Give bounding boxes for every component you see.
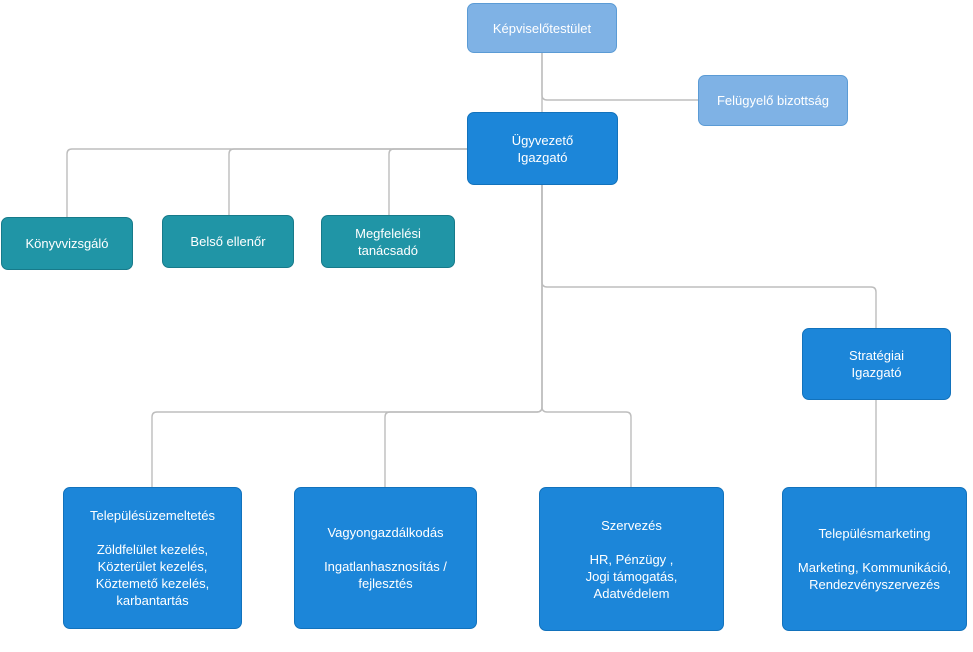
connector-kepviselotestulet-felugyelo [541,53,698,101]
node-konyvvizsgalo[interactable]: Könyvvizsgáló [1,217,133,270]
node-telepulesuzemeltetes[interactable]: Településüzemeltetés Zöldfelület kezelés… [63,487,242,629]
node-felugyelo-bizottsag[interactable]: Felügyelő bizottság [698,75,848,126]
connector-ugyvezeto-strategiai [541,185,877,328]
node-label: Belső ellenőr [190,234,266,249]
node-belso-ellenor[interactable]: Belső ellenőr [162,215,294,268]
node-kepviselotestulet[interactable]: Képviselőtestület [467,3,617,53]
node-telepulesmarketing[interactable]: Településmarketing Marketing, Kommunikác… [782,487,967,631]
node-label: Felügyelő bizottság [716,93,829,108]
node-title: Szervezés [601,517,662,533]
node-title: Településüzemeltetés [89,508,216,523]
node-details: Ingatlanhasznosítás / fejlesztés [324,559,447,591]
node-ugyvezeto-igazgato[interactable]: Ügyvezető Igazgató [467,112,618,185]
node-label: Stratégiai Igazgató [849,348,904,380]
node-megfelelesi-tanacsado[interactable]: Megfelelési tanácsadó [321,215,455,268]
connector-ugyvezeto-megfelelesi [388,148,467,215]
node-details: HR, Pénzügy , Jogi támogatás, Adatvédele… [585,551,678,601]
node-title: Vagyongazdálkodás [327,525,444,540]
connector-ugyvezeto-szervezes [541,185,632,487]
node-details: Zöldfelület kezelés, Közterület kezelés,… [95,542,210,608]
connector-ugyvezeto-konyvvizsgalo [66,148,467,217]
node-label: Ügyvezető Igazgató [511,132,574,165]
node-szervezes[interactable]: Szervezés HR, Pénzügy , Jogi támogatás, … [539,487,724,631]
node-details: Marketing, Kommunikáció, Rendezvényszerv… [797,560,952,592]
node-vagyongazdalkodas[interactable]: Vagyongazdálkodás Ingatlanhasznosítás / … [294,487,477,629]
node-label: Könyvvizsgáló [25,236,109,251]
node-strategiai-igazgato[interactable]: Stratégiai Igazgató [802,328,951,400]
node-label: Képviselőtestület [492,20,592,36]
connector-ugyvezeto-belso-ellenor [228,148,467,215]
node-title: Településmarketing [818,526,931,541]
node-label: Megfelelési tanácsadó [355,225,421,258]
